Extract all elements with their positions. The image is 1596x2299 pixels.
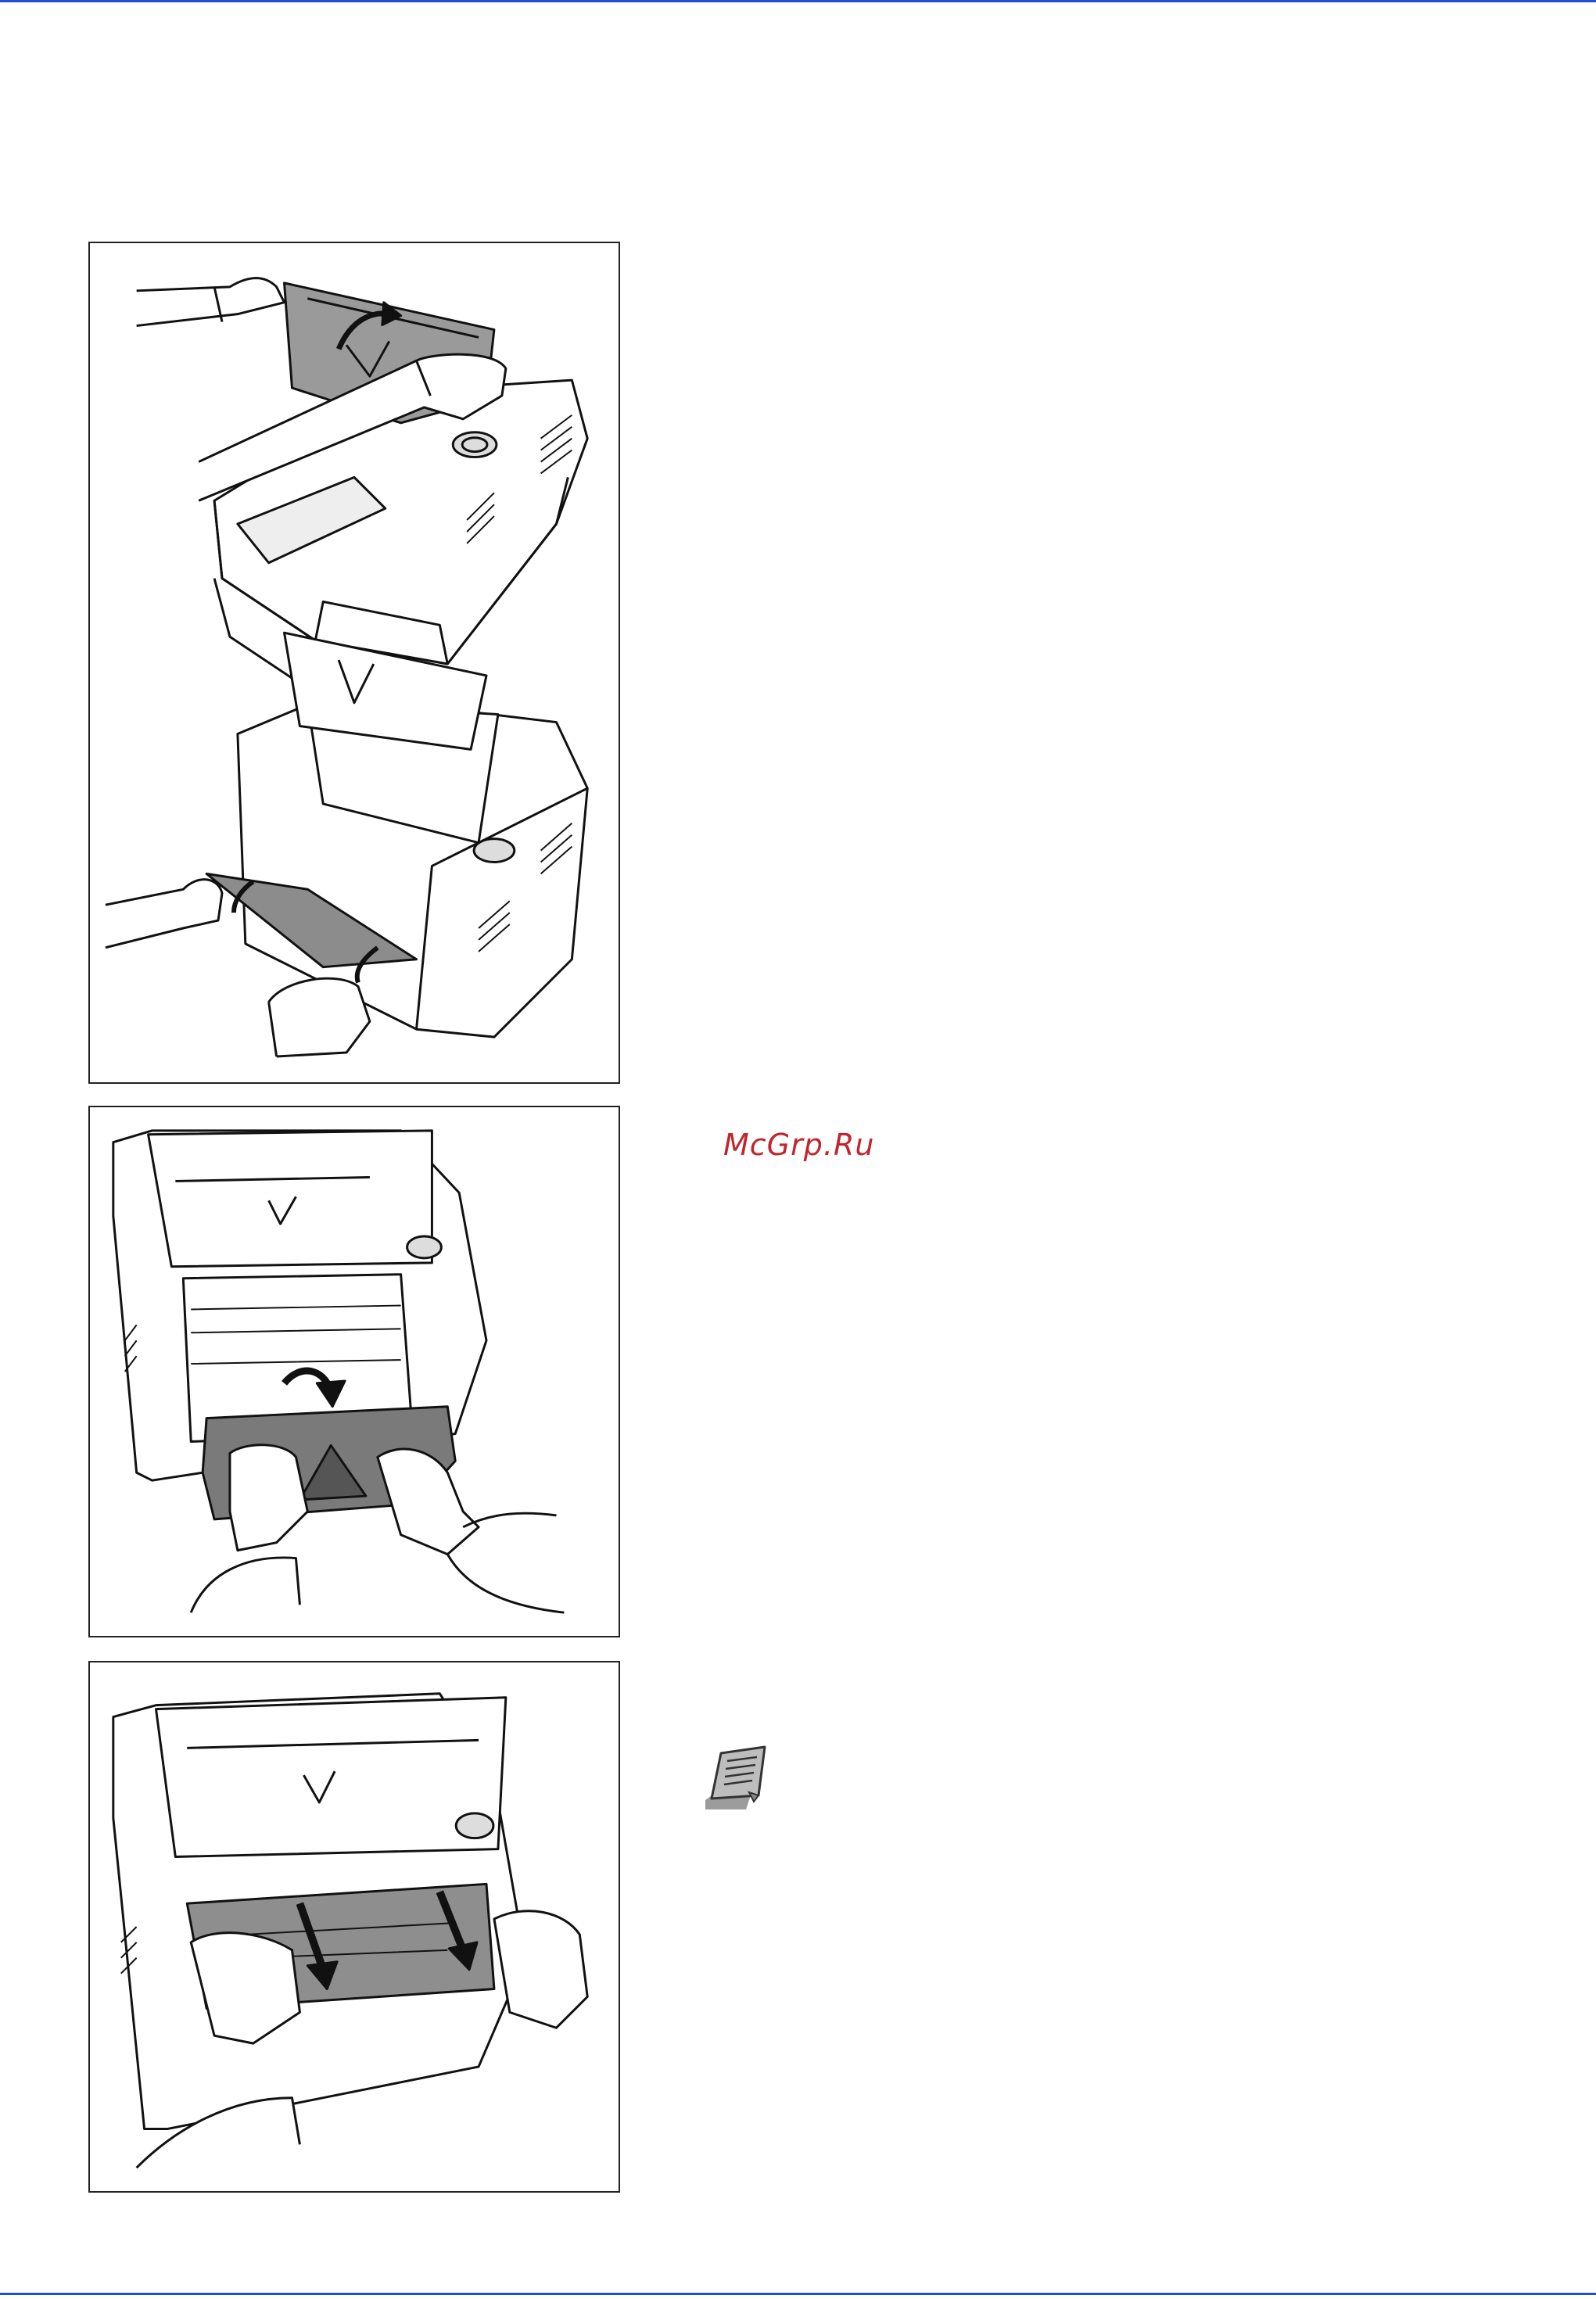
note-icon [702, 1745, 777, 1813]
printer-open-top-cover-illustration [90, 243, 619, 1082]
figure-remove-developer [88, 1106, 620, 1637]
top-rule [0, 0, 1596, 2]
figure-remove-drum [88, 1661, 620, 2193]
figure-open-covers [88, 242, 620, 1084]
bottom-rule [0, 2293, 1596, 2295]
printer-remove-developer-unit-illustration [90, 1107, 619, 1636]
watermark-text: McGrp.Ru [723, 1128, 874, 1162]
printer-remove-drum-unit-illustration [90, 1662, 619, 2191]
